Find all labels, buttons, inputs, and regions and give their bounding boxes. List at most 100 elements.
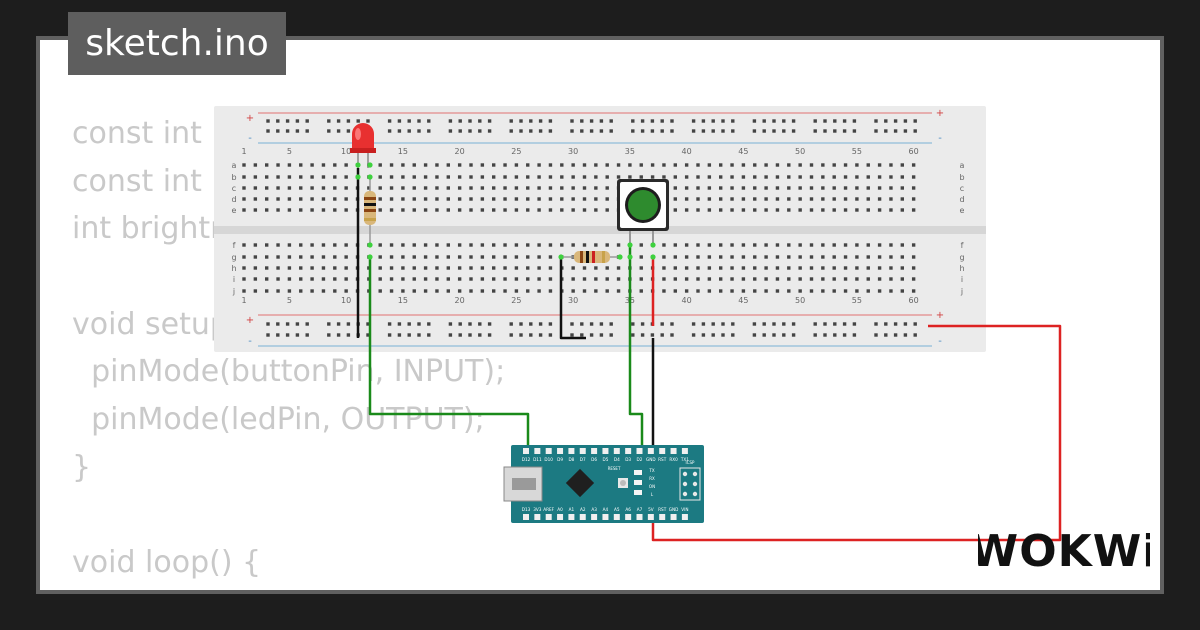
breadboard-hole — [287, 277, 292, 281]
nano-pin — [681, 514, 688, 520]
breadboard-hole — [741, 186, 746, 190]
resistor-band — [364, 218, 376, 221]
breadboard-hole — [344, 175, 348, 179]
breadboard-row-letter: h — [959, 264, 964, 273]
breadboard-hole — [721, 333, 725, 337]
breadboard-hole — [775, 255, 780, 259]
breadboard-hole — [798, 175, 802, 179]
breadboard-hole — [570, 119, 574, 123]
breadboard-hole — [571, 277, 575, 281]
breadboard-hole — [423, 243, 428, 247]
breadboard-row-letter: a — [960, 161, 965, 170]
breadboard-hole — [468, 119, 472, 123]
breadboard-hole — [344, 277, 348, 281]
breadboard-hole — [458, 322, 462, 326]
breadboard-hole — [412, 175, 416, 179]
breadboard-hole — [791, 333, 796, 337]
breadboard-hole — [480, 289, 485, 293]
breadboard-hole — [480, 208, 485, 212]
breadboard-hole — [469, 266, 473, 270]
breadboard-hole — [571, 197, 575, 201]
breadboard-column-number: 50 — [795, 296, 805, 305]
icsp-pin — [692, 491, 698, 497]
breadboard-hole — [877, 208, 882, 212]
nano-pin-label: AREF — [543, 507, 554, 512]
breadboard-hole — [730, 277, 734, 281]
breadboard-hole — [772, 129, 776, 133]
breadboard-hole — [401, 289, 405, 293]
breadboard-hole — [529, 129, 533, 133]
breadboard-hole — [299, 277, 303, 281]
breadboard-hole — [696, 255, 700, 259]
breadboard-hole — [480, 186, 485, 190]
breadboard-hole — [582, 243, 587, 247]
breadboard-hole — [670, 333, 674, 337]
breadboard-hole — [730, 289, 734, 293]
nano-pin-label: A7 — [637, 507, 643, 512]
breadboard-hole — [423, 266, 428, 270]
breadboard-hole — [299, 186, 303, 190]
breadboard-hole — [346, 322, 351, 326]
breadboard-hole — [242, 266, 246, 270]
breadboard-hole — [299, 266, 303, 270]
breadboard-hole — [285, 322, 290, 326]
breadboard-hole — [560, 175, 564, 179]
breadboard-hole — [782, 119, 786, 123]
breadboard-hole — [514, 277, 519, 281]
breadboard-column-number: 10 — [341, 147, 351, 156]
breadboard-hole — [287, 186, 292, 190]
breadboard-hole — [594, 289, 598, 293]
breadboard-hole — [336, 322, 341, 326]
breadboard-hole — [719, 197, 723, 201]
breadboard-hole — [446, 255, 450, 259]
breadboard-hole — [514, 289, 519, 293]
breadboard-hole — [266, 129, 270, 133]
breadboard-hole — [458, 119, 462, 123]
breadboard-hole — [821, 175, 825, 179]
breadboard-hole — [580, 333, 584, 337]
breadboard-hole — [265, 163, 269, 167]
breadboard-hole — [701, 322, 706, 326]
breadboard-hole — [889, 266, 893, 270]
breadboard-hole — [457, 208, 462, 212]
breadboard-hole — [852, 322, 857, 326]
breadboard-hole — [401, 186, 405, 190]
nano-pin — [579, 514, 586, 520]
breadboard-hole — [616, 163, 621, 167]
breadboard-column-number: 25 — [511, 147, 521, 156]
breadboard-hole — [287, 255, 292, 259]
breadboard-hole — [265, 255, 269, 259]
nano-pin-label: RST — [658, 457, 667, 462]
breadboard-hole — [526, 289, 530, 293]
breadboard-hole — [446, 186, 450, 190]
wokwi-logo[interactable]: WOKWi — [978, 520, 1150, 580]
nano-pin — [647, 448, 654, 454]
breadboard-hole — [762, 322, 766, 326]
breadboard-hole — [809, 255, 814, 259]
breadboard-hole — [305, 129, 309, 133]
breadboard-hole — [310, 255, 314, 259]
breadboard-hole — [599, 129, 604, 133]
breadboard-hole — [775, 266, 780, 270]
resistor-band — [364, 203, 376, 206]
sketch-filename-tab[interactable]: sketch.ino — [68, 12, 286, 75]
breadboard-hole — [397, 322, 402, 326]
breadboard-rail-sign: + — [936, 310, 944, 321]
breadboard-hole — [417, 129, 421, 133]
breadboard-hole — [423, 186, 428, 190]
breadboard-hole — [401, 255, 405, 259]
breadboard-hole — [336, 129, 341, 133]
breadboard-hole — [855, 266, 859, 270]
breadboard-hole — [877, 197, 882, 201]
mcu-chip — [565, 468, 595, 498]
breadboard-hole — [821, 255, 825, 259]
nano-pin-label: 3V3 — [533, 507, 542, 512]
breadboard-hole — [448, 119, 453, 123]
breadboard-hole — [696, 175, 700, 179]
breadboard-hole — [458, 129, 462, 133]
breadboard-hole — [295, 129, 300, 133]
breadboard-hole — [787, 208, 791, 212]
breadboard-hole — [832, 197, 836, 201]
resistor-horizontal — [561, 251, 620, 263]
